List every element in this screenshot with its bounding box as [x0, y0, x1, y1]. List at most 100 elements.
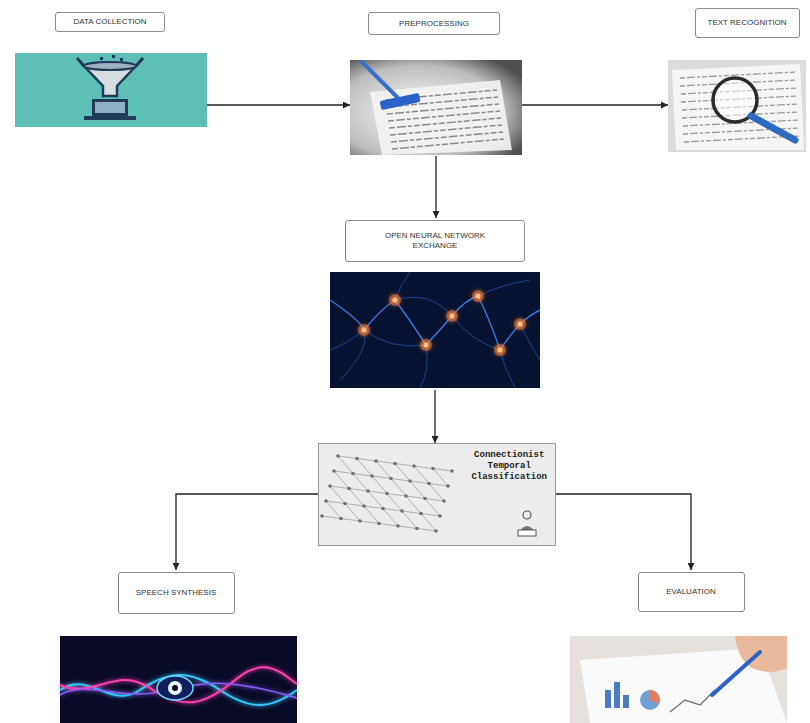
- lattice-link: [387, 494, 406, 497]
- text-lines: [680, 72, 800, 142]
- teal-panel: [15, 53, 207, 127]
- lattice-link: [421, 514, 436, 532]
- step-label: PREPROCESSING: [399, 19, 469, 29]
- lattice-link: [357, 459, 376, 462]
- lattice-dot: [366, 489, 370, 493]
- photo-ground: [570, 636, 787, 723]
- lattice-dot: [320, 514, 324, 518]
- lattice-link: [364, 506, 379, 524]
- flow-arrow: [522, 104, 668, 105]
- data-dot: [100, 57, 103, 60]
- lattice-dot: [332, 469, 336, 473]
- eye-iris: [168, 681, 182, 695]
- lattice-dot: [351, 472, 355, 476]
- lattice-link: [417, 529, 436, 532]
- lattice-link: [372, 476, 387, 494]
- preprocessing-picture: [350, 60, 522, 155]
- monitor-screen: [95, 102, 125, 113]
- lattice-dot: [355, 457, 359, 461]
- neuron-dot: [362, 328, 367, 333]
- lattice-link: [360, 521, 379, 524]
- lattice-dot: [339, 517, 343, 521]
- flow-arrow: [207, 104, 350, 105]
- lattice-link: [353, 474, 372, 477]
- lattice-dot: [385, 492, 389, 496]
- lattice-dot: [427, 482, 431, 486]
- chart-bar: [623, 695, 629, 708]
- pen-shape: [712, 652, 760, 695]
- lattice-link: [368, 491, 383, 509]
- lattice-link: [372, 476, 391, 479]
- neuron-halo: [472, 290, 484, 302]
- lattice-link: [334, 471, 353, 474]
- lattice-link: [357, 459, 372, 477]
- lattice-link: [391, 479, 406, 497]
- lattice-link: [334, 471, 349, 489]
- lattice-link: [338, 456, 353, 474]
- lattice-link: [341, 519, 360, 522]
- eye-pupil: [172, 685, 178, 691]
- waveforms: [60, 667, 297, 705]
- photo-ground: [350, 60, 522, 155]
- lattice-link: [410, 481, 429, 484]
- lattice-dot: [389, 477, 393, 481]
- lattice-dot: [393, 462, 397, 466]
- lattice-link: [322, 516, 341, 519]
- lattice-link: [383, 509, 398, 527]
- lattice-link: [429, 484, 448, 487]
- lattice-dot: [336, 454, 340, 458]
- ctc-picture: [318, 443, 556, 546]
- lattice-dot: [431, 467, 435, 471]
- step-group: DATA COLLECTION: [15, 10, 207, 128]
- lattice-dot: [438, 514, 442, 518]
- paper-sheet: [672, 64, 804, 150]
- wave-cyan: [60, 675, 297, 705]
- lattice-link: [353, 474, 368, 492]
- lattice-link: [379, 524, 398, 527]
- lattice-link: [414, 466, 433, 469]
- monitor-icon: [92, 99, 128, 116]
- lattice-link: [345, 504, 364, 507]
- speech-synthesis-picture: [60, 636, 297, 723]
- lattice-dot: [374, 459, 378, 463]
- photo-ground: [330, 272, 540, 388]
- step-label: OPEN NEURAL NETWORK EXCHANGE: [370, 231, 500, 251]
- photo-ground: [60, 636, 297, 723]
- lattice-dot: [419, 512, 423, 516]
- step-group: PREPROCESSING: [350, 10, 522, 156]
- neuron-dot: [424, 343, 429, 348]
- lattice-link: [425, 499, 444, 502]
- lattice-link: [429, 484, 444, 502]
- step-label-box: TEXT RECOGNITION: [695, 8, 800, 38]
- pie-wedge: [650, 690, 660, 704]
- neuron-path: [330, 296, 540, 350]
- lattice-link: [395, 464, 410, 482]
- neuron-dot: [518, 322, 523, 327]
- monitor-base: [84, 116, 136, 120]
- eye-shape: [157, 676, 193, 700]
- lattice-dot: [370, 474, 374, 478]
- flow-arrow: [434, 390, 435, 443]
- neuron-halo: [420, 339, 432, 351]
- neuron-halo: [494, 344, 506, 356]
- flow-arrow: [556, 494, 691, 570]
- neuron-dot: [498, 348, 503, 353]
- lattice-link: [330, 486, 349, 489]
- data-collection-picture: [15, 53, 207, 127]
- lattice-graph: [320, 454, 454, 533]
- flow-arrow: [176, 494, 318, 570]
- photo-ground: [668, 60, 806, 152]
- wave-magenta: [60, 667, 297, 702]
- lattice-dot: [423, 497, 427, 501]
- lattice-dot: [446, 484, 450, 488]
- step-group: OPEN NEURAL NETWORK EXCHANGE: [330, 218, 540, 390]
- model-box: Connectionist Temporal Classification: [318, 443, 556, 546]
- lattice-link: [368, 491, 387, 494]
- lattice-dot: [450, 469, 454, 473]
- lattice-dot: [343, 502, 347, 506]
- reader-book: [518, 530, 536, 536]
- neuron-dot: [450, 314, 455, 319]
- lattice-link: [349, 489, 364, 507]
- chart-bar: [605, 690, 611, 708]
- lattice-link: [383, 509, 402, 512]
